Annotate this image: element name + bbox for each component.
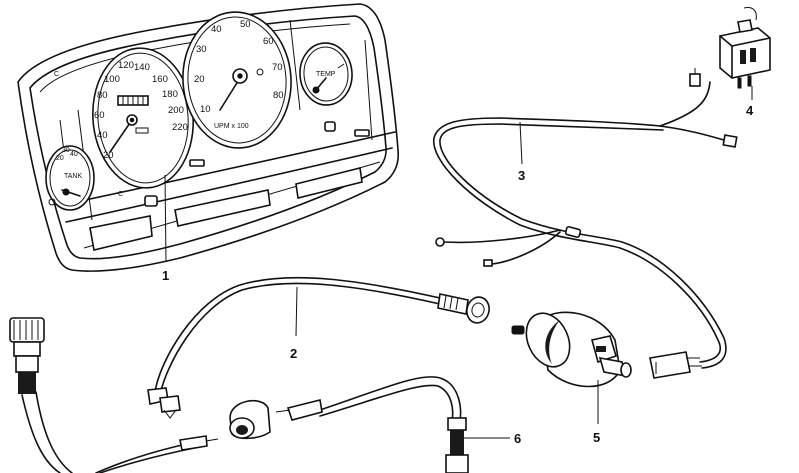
svg-text:C: C <box>118 191 123 198</box>
speedo-tick-60: 60 <box>94 110 105 121</box>
callout-5: 5 <box>593 430 600 445</box>
temperature-gauge: TEMP <box>299 42 353 106</box>
relay <box>719 7 771 100</box>
fuel-gauge: 20 30 40 TANK <box>45 145 95 211</box>
fuel-tick-20: 20 <box>56 155 64 162</box>
speed-sensor <box>511 311 632 424</box>
tacho-tick-60: 60 <box>263 36 274 47</box>
speedo-tick-100: 100 <box>104 74 120 85</box>
callout-3: 3 <box>518 168 525 183</box>
tacho-tick-40: 40 <box>211 24 222 35</box>
leader-line-3 <box>519 121 523 165</box>
tacho-tick-70: 70 <box>272 62 283 73</box>
speedo-tick-80: 80 <box>97 90 108 101</box>
rubber-grommet <box>229 400 271 440</box>
speedometer-dial: 20 40 60 80 100 120 140 160 180 200 220 <box>92 47 194 189</box>
temp-gauge-label: TEMP <box>316 71 336 78</box>
wiring-harness <box>433 68 738 379</box>
speedo-tick-220: 220 <box>172 122 188 133</box>
callout-1: 1 <box>162 268 169 283</box>
tachometer-dial: 10 20 30 40 50 60 70 80 UPM x 100 <box>182 11 292 149</box>
speedo-tick-40: 40 <box>97 130 108 141</box>
tacho-tick-30: 30 <box>196 44 207 55</box>
svg-text:C: C <box>54 71 59 78</box>
tacho-tick-10: 10 <box>200 104 211 115</box>
speedo-tick-120: 120 <box>118 60 134 71</box>
tacho-unit-label: UPM x 100 <box>214 123 249 130</box>
fuel-gauge-label: TANK <box>64 173 82 180</box>
leader-line-1 <box>164 174 167 263</box>
instrument-cluster: C C 20 40 60 80 100 120 140 160 180 200 … <box>17 3 400 272</box>
callout-2: 2 <box>290 346 297 361</box>
speedometer-cable <box>147 276 490 419</box>
sensor-cable <box>9 317 510 473</box>
tacho-tick-50: 50 <box>240 19 251 30</box>
tacho-tick-80: 80 <box>273 90 284 101</box>
tacho-tick-20: 20 <box>194 74 205 85</box>
speedo-tick-180: 180 <box>162 89 178 100</box>
callout-4: 4 <box>746 103 754 118</box>
fuel-tick-30: 30 <box>62 147 70 154</box>
speedo-tick-160: 160 <box>152 74 168 85</box>
speedo-tick-200: 200 <box>168 105 184 116</box>
speedo-tick-140: 140 <box>134 62 150 73</box>
leader-line-2 <box>295 286 298 337</box>
speedo-tick-20: 20 <box>103 150 114 161</box>
fuel-tick-40: 40 <box>70 151 78 158</box>
callout-6: 6 <box>514 431 521 446</box>
